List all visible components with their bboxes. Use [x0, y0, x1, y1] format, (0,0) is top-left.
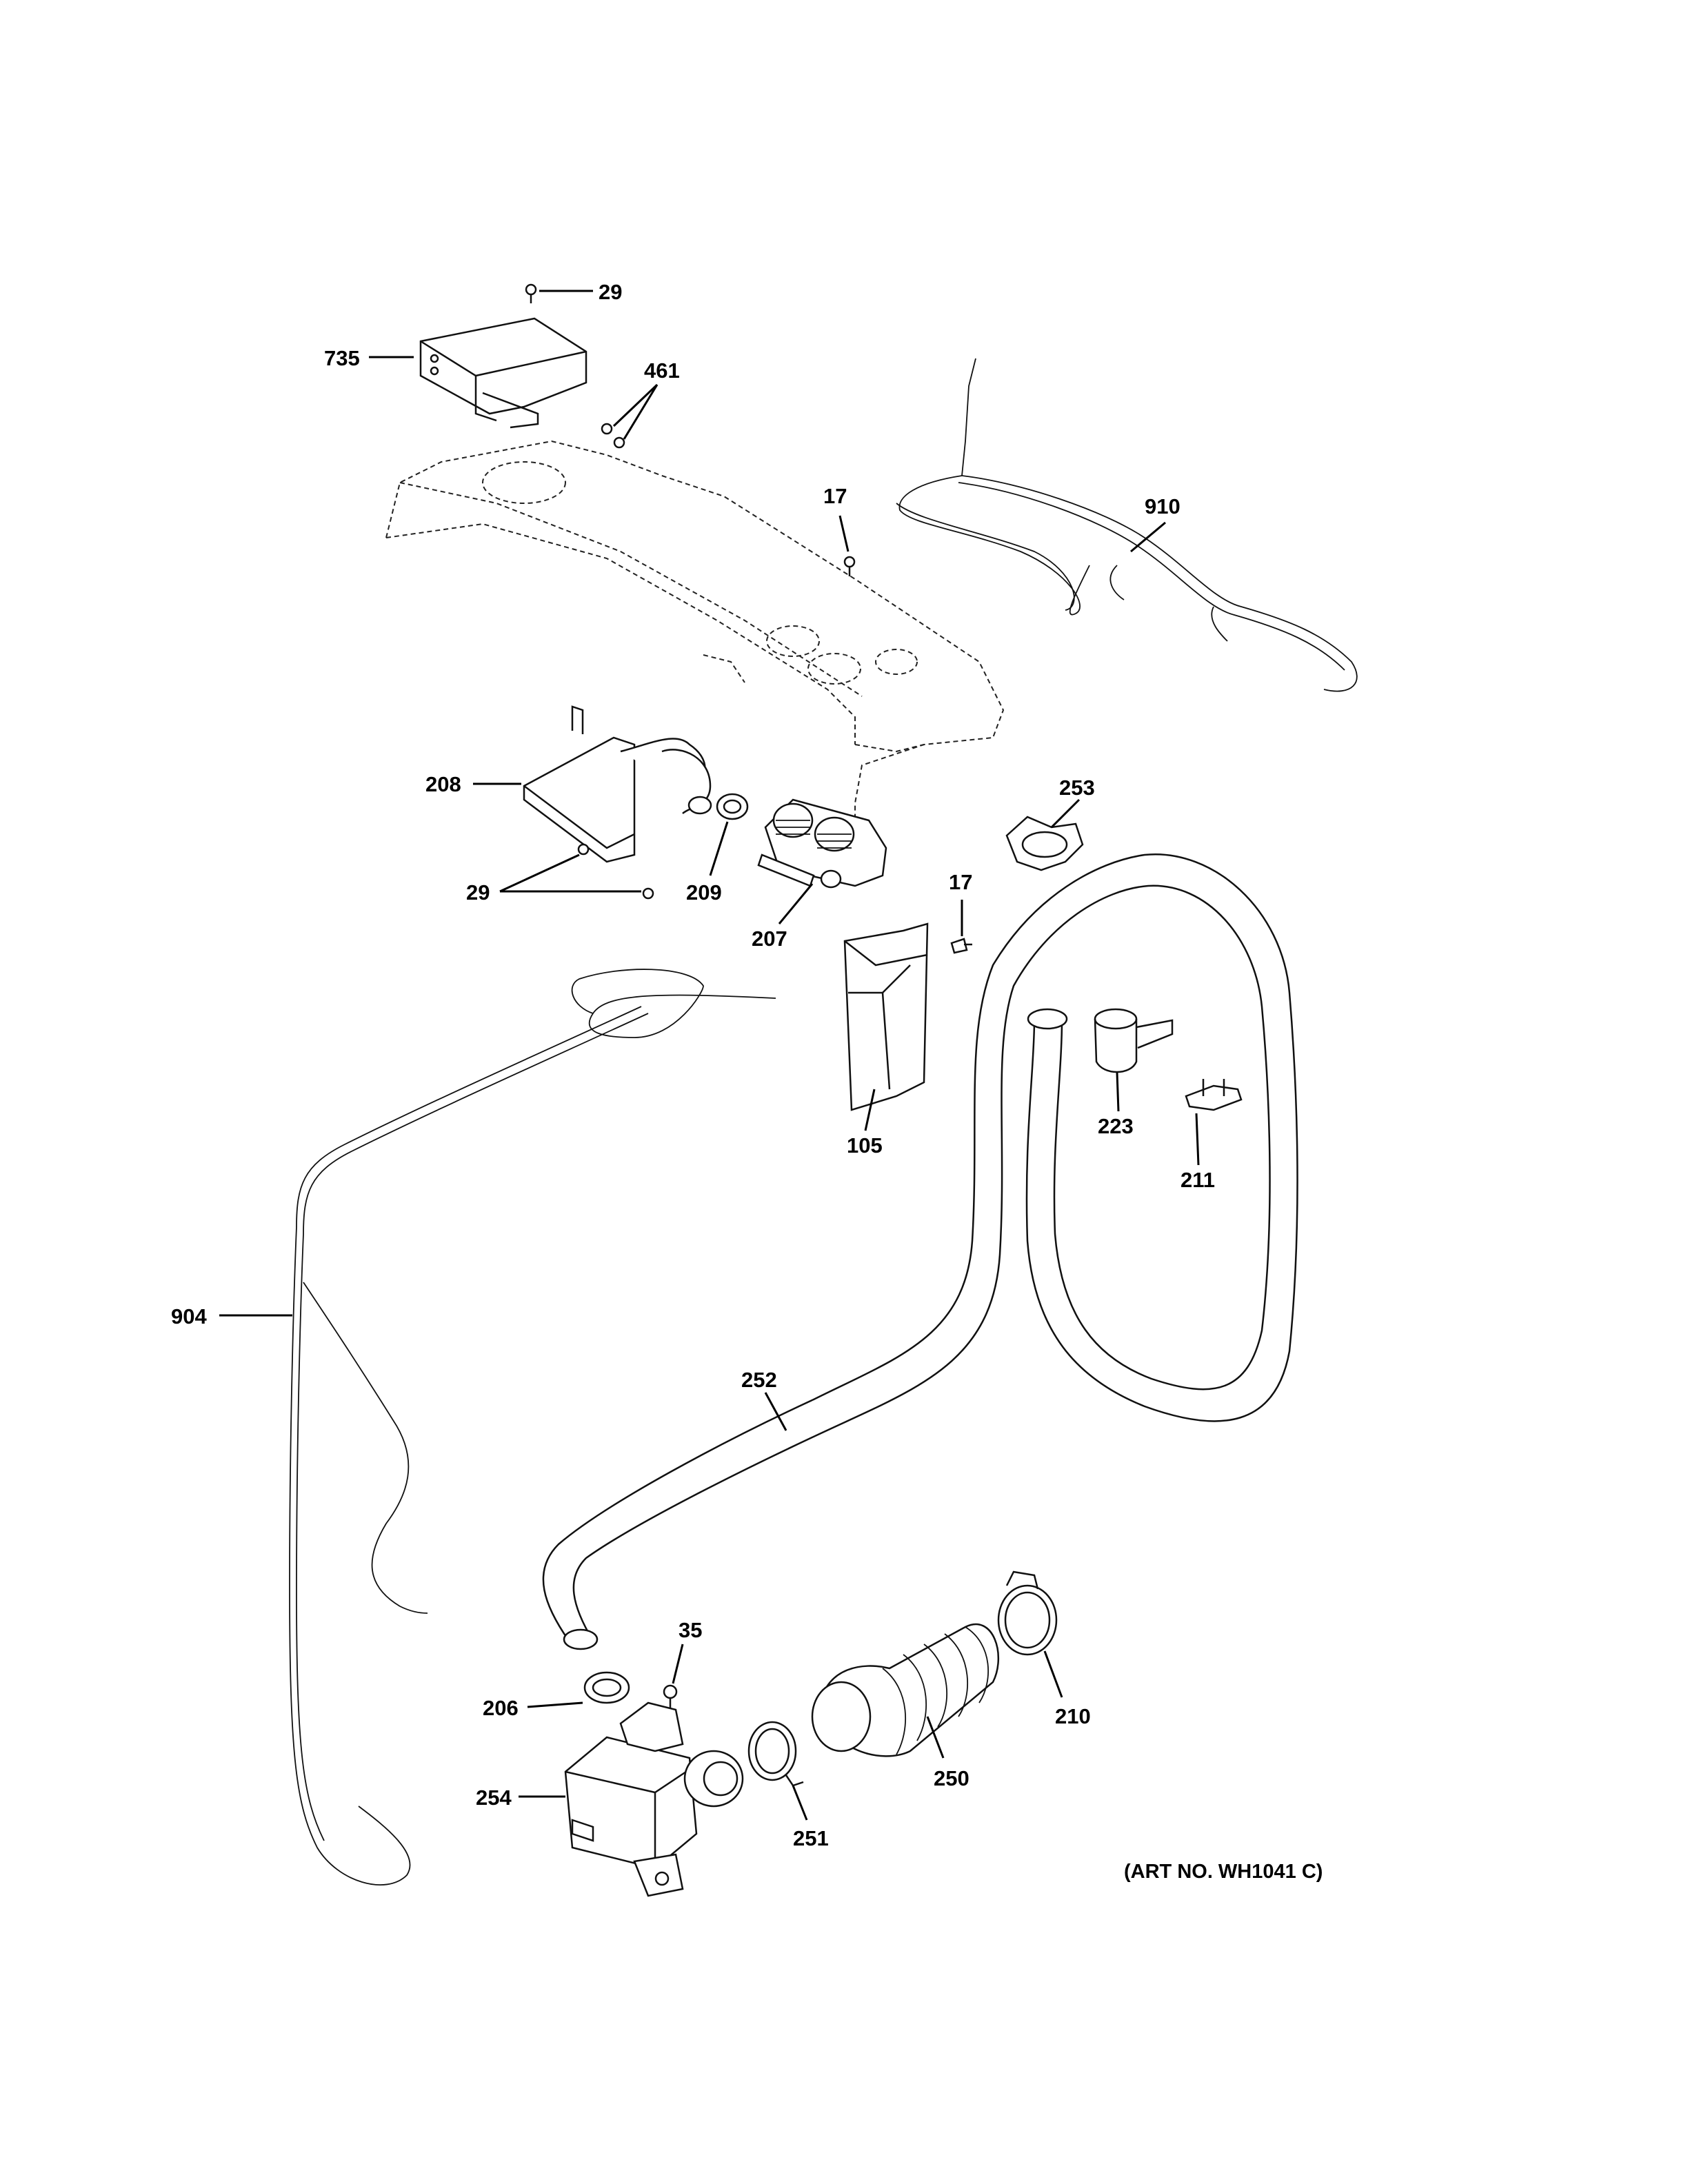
callout-210: 210	[1055, 1704, 1091, 1728]
screw-17-lower	[950, 938, 972, 954]
art-number: (ART NO. WH1041 C)	[1124, 1861, 1323, 1883]
clamp-251	[747, 1721, 804, 1787]
callout-250: 250	[934, 1766, 969, 1790]
callout-29-lower: 29	[466, 880, 490, 904]
top-panel-reference	[385, 440, 1005, 827]
wire-harness-910	[896, 358, 1358, 692]
dispenser-208	[523, 705, 712, 863]
clip-253	[1005, 816, 1084, 871]
screw-17-top	[843, 556, 856, 576]
callout-904: 904	[171, 1304, 207, 1328]
callout-209: 209	[686, 880, 722, 904]
screw-29-top	[525, 283, 537, 303]
water-valve-207	[757, 798, 887, 889]
clip-211	[1185, 1079, 1243, 1111]
callout-17-top: 17	[823, 484, 847, 508]
bracket-735	[419, 317, 587, 429]
screws-29-lower	[577, 843, 654, 900]
bellows-hose-250	[811, 1623, 999, 1757]
screws-461	[601, 423, 625, 449]
callout-35: 35	[679, 1618, 702, 1642]
callout-211: 211	[1180, 1168, 1215, 1192]
callout-251: 251	[793, 1826, 829, 1850]
callout-223: 223	[1098, 1114, 1134, 1138]
clamp-210	[997, 1570, 1058, 1656]
callout-735: 735	[324, 346, 360, 370]
callout-254: 254	[476, 1786, 512, 1810]
callout-461: 461	[644, 358, 680, 383]
duct-105	[843, 922, 929, 1111]
callout-252: 252	[741, 1368, 777, 1392]
callout-105: 105	[847, 1133, 883, 1157]
drain-pump-254	[564, 1701, 744, 1897]
callout-17-lower: 17	[949, 870, 972, 894]
drain-hose-252	[542, 853, 1298, 1650]
screw-35	[663, 1684, 678, 1710]
callout-253: 253	[1059, 776, 1095, 800]
callout-206: 206	[483, 1696, 519, 1720]
callout-207: 207	[752, 927, 787, 951]
clamp-206	[583, 1671, 630, 1704]
callout-29-top: 29	[599, 280, 622, 304]
clip-223	[1094, 1008, 1174, 1073]
wire-harness-904	[289, 969, 776, 1885]
callout-910: 910	[1145, 494, 1180, 518]
clamp-209	[716, 793, 749, 820]
callout-208: 208	[425, 772, 461, 796]
